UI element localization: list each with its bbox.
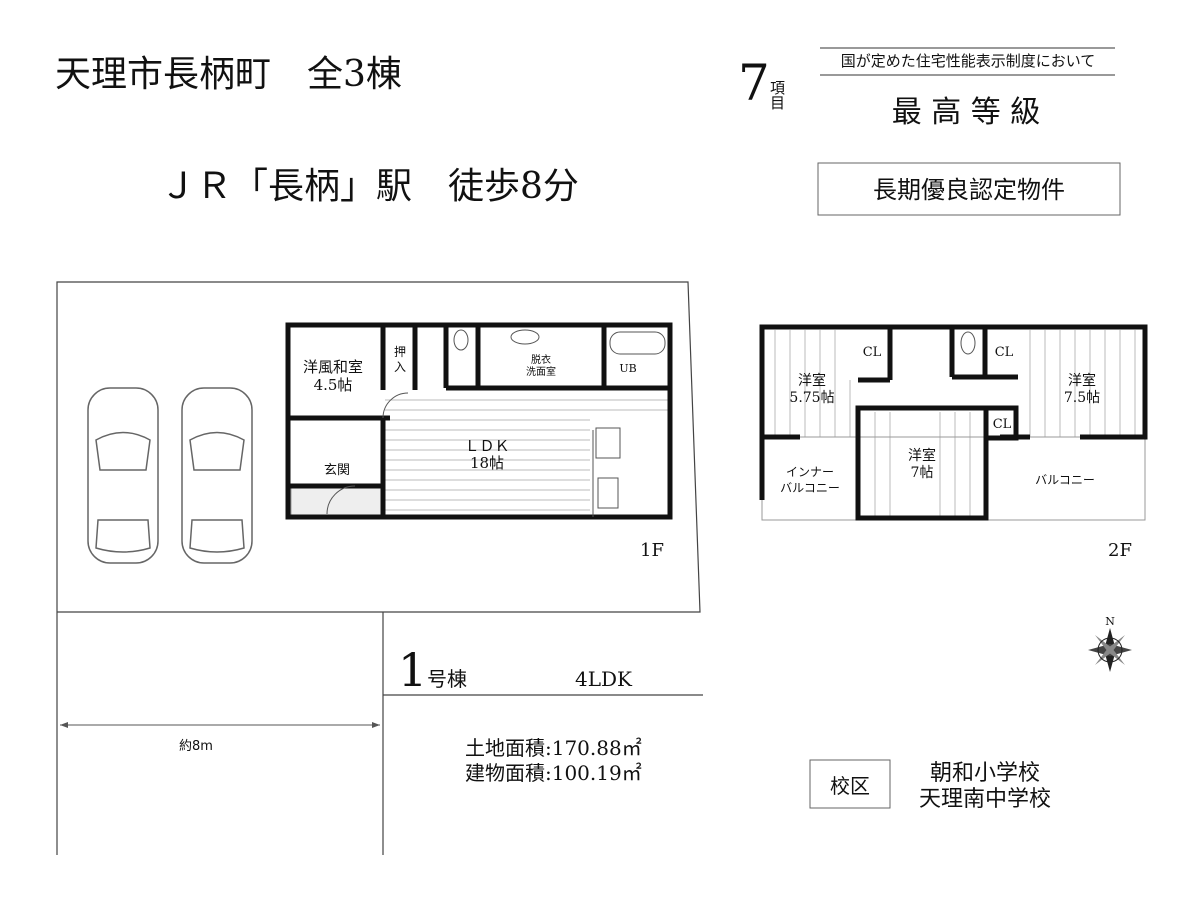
junior-high-school: 天理南中学校 xyxy=(919,787,1051,812)
certification-box xyxy=(817,162,1121,216)
closet-label: CL xyxy=(995,345,1014,360)
compass-icon xyxy=(1088,628,1132,672)
room-label: インナー xyxy=(786,465,834,479)
room-label: バルコニー xyxy=(1035,473,1095,487)
room-size: 7.5帖 xyxy=(1064,390,1100,406)
performance-count-unit: 項目 xyxy=(768,80,786,110)
room-size: 4.5帖 xyxy=(314,376,353,394)
site-width-label: 約8m xyxy=(179,739,213,754)
site-outline xyxy=(56,281,703,855)
room-size: 7帖 xyxy=(911,465,934,481)
width-dimension xyxy=(60,722,380,728)
closet-label: CL xyxy=(993,417,1012,432)
room-label: 脱衣 xyxy=(531,353,551,366)
room-label: 洋風和室 xyxy=(303,358,363,376)
elementary-school: 朝和小学校 xyxy=(930,761,1040,786)
school-label-box xyxy=(809,759,891,809)
floor-label-2f: 2F xyxy=(1108,540,1132,561)
floor-label-1f: 1F xyxy=(640,540,664,561)
room-label: 洋室 xyxy=(798,372,826,389)
room-label: 洋室 xyxy=(1068,372,1096,389)
room-label: 押 xyxy=(394,345,406,359)
floor-plan-1f xyxy=(285,322,673,520)
station-access: ＪＲ「長柄」駅 徒歩8分 xyxy=(160,166,579,207)
car-icon xyxy=(181,387,253,564)
room-size: 5.75帖 xyxy=(789,390,834,406)
compass-north-label: N xyxy=(1105,615,1115,628)
performance-grade: 最 高 等 級 xyxy=(892,95,1041,130)
room-label: 入 xyxy=(394,360,406,374)
floor-plan-2f xyxy=(759,324,1148,521)
page-title: 天理市長柄町 全3棟 xyxy=(55,54,402,95)
building-area: 建物面積:100.19㎡ xyxy=(465,761,642,785)
performance-caption: 国が定めた住宅性能表示制度において xyxy=(841,52,1096,70)
room-size: 18帖 xyxy=(470,454,504,472)
house-layout: 4LDK xyxy=(575,667,633,691)
land-area: 土地面積:170.88㎡ xyxy=(465,736,642,760)
performance-count: 7 xyxy=(738,54,770,112)
school-label: 校区 xyxy=(830,774,870,798)
room-label: バルコニー xyxy=(780,481,840,495)
room-label: 洗面室 xyxy=(526,365,556,378)
room-label: 玄関 xyxy=(324,463,350,478)
certification-label: 長期優良認定物件 xyxy=(873,176,1065,204)
room-label: ＬＤＫ xyxy=(464,437,509,455)
house-number-suffix: 号棟 xyxy=(427,667,467,691)
house-number: 1 xyxy=(398,643,427,697)
closet-label: CL xyxy=(863,345,882,360)
room-label: UB xyxy=(619,362,636,375)
car-icon xyxy=(87,387,159,564)
room-label: 洋室 xyxy=(908,447,936,464)
